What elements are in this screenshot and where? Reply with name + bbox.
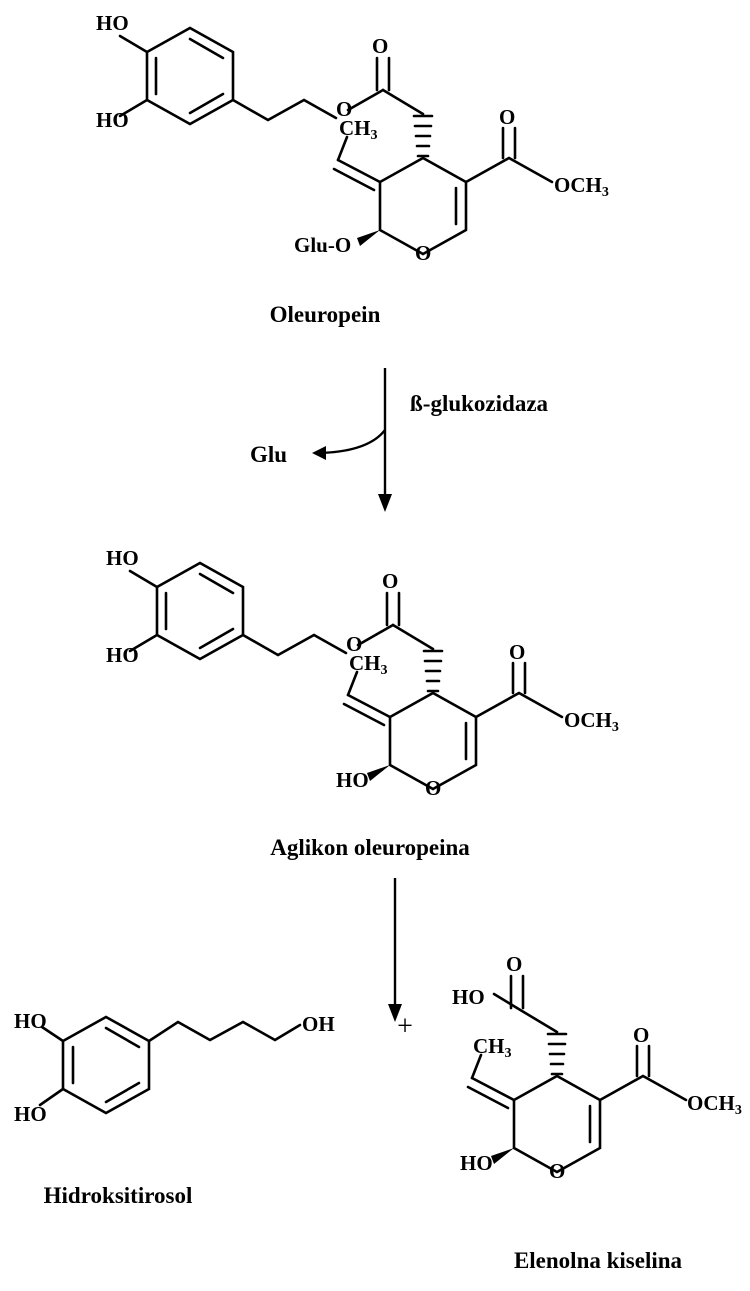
catechol-fragment bbox=[118, 26, 338, 126]
name-elenolic-acid: Elenolna kiselina bbox=[514, 1248, 683, 1273]
label-methyl: CH3 bbox=[349, 651, 388, 678]
reaction-arrow-1 bbox=[312, 368, 392, 512]
label-ring-o: O bbox=[415, 241, 431, 265]
label-glu-o: Glu-O bbox=[294, 233, 351, 257]
name-aglycone: Aglikon oleuropeina bbox=[270, 835, 470, 860]
label-ester-carbonyl-o: O bbox=[499, 105, 515, 129]
ester-bond bbox=[356, 623, 395, 647]
ester-bond bbox=[346, 88, 385, 112]
label-ho-bottom: HO bbox=[96, 108, 129, 132]
label-oh-end: OH bbox=[302, 1012, 335, 1036]
compound-oleuropein: HO HO O O CH3 O OCH3 Glu-O O bbox=[96, 11, 609, 265]
arrow-2-head bbox=[388, 1004, 402, 1022]
secoiridoid-core bbox=[332, 56, 554, 256]
label-methyl: CH3 bbox=[339, 116, 378, 143]
name-hydroxytyrosol: Hidroksitirosol bbox=[44, 1183, 193, 1208]
label-methoxy: OCH3 bbox=[687, 1091, 742, 1118]
label-ho-top: HO bbox=[106, 546, 139, 570]
secoiridoid-core bbox=[466, 974, 688, 1174]
arrow-byproduct-head bbox=[312, 446, 326, 460]
acid-oh-bond bbox=[492, 992, 519, 1010]
catechol-fragment bbox=[128, 561, 348, 661]
compound-aglycone: HO HO O O CH3 O OCH3 HO O bbox=[106, 546, 619, 800]
label-ring-o: O bbox=[425, 776, 441, 800]
secoiridoid-core bbox=[342, 591, 564, 791]
label-ho-anomeric: HO bbox=[336, 768, 369, 792]
label-methyl: CH3 bbox=[473, 1034, 512, 1061]
label-ester-carbonyl-o: O bbox=[633, 1023, 649, 1047]
label-carbonyl-o: O bbox=[382, 569, 398, 593]
label-ring-o: O bbox=[549, 1159, 565, 1183]
name-oleuropein: Oleuropein bbox=[270, 302, 381, 327]
label-enzyme: ß-glukozidaza bbox=[410, 391, 549, 416]
arrow-1-head bbox=[378, 494, 392, 512]
label-methoxy: OCH3 bbox=[554, 173, 609, 200]
label-carbonyl-o: O bbox=[372, 34, 388, 58]
plus-sign: + bbox=[397, 1011, 413, 1042]
label-ho-anomeric: HO bbox=[460, 1151, 493, 1175]
label-ho-top: HO bbox=[96, 11, 129, 35]
reaction-arrow-2 bbox=[388, 878, 402, 1022]
label-ho-bottom: HO bbox=[106, 643, 139, 667]
compound-elenolic-acid: O HO CH3 O OCH3 HO O bbox=[452, 952, 742, 1183]
label-ester-o: O bbox=[336, 97, 352, 121]
compound-hydroxytyrosol: HO HO OH bbox=[14, 1009, 335, 1126]
label-byproduct: Glu bbox=[250, 442, 287, 467]
label-ho-top: HO bbox=[14, 1009, 47, 1033]
label-methoxy: OCH3 bbox=[564, 708, 619, 735]
label-ester-o: O bbox=[346, 632, 362, 656]
label-carbonyl-o: O bbox=[506, 952, 522, 976]
label-acid-ho: HO bbox=[452, 985, 485, 1009]
label-ester-carbonyl-o: O bbox=[509, 640, 525, 664]
label-ho-bottom: HO bbox=[14, 1102, 47, 1126]
